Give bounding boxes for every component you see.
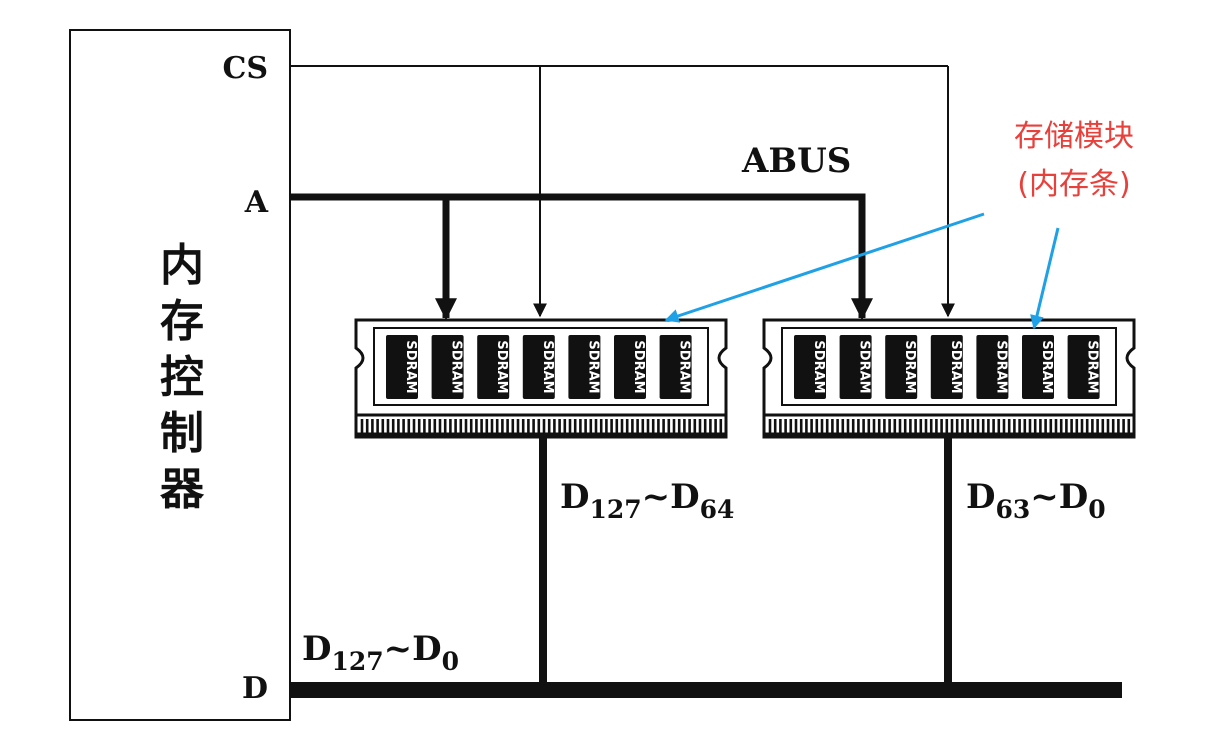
annotation-arrow-left <box>664 212 985 323</box>
sdram-chip-label: SDRAM <box>677 340 692 393</box>
data-bus-left-base2: D <box>670 477 699 517</box>
sdram-chip: SDRAM <box>976 335 1009 399</box>
sdram-chip: SDRAM <box>477 335 510 399</box>
controller-char-3: 控 <box>160 352 204 403</box>
sdram-chip-label: SDRAM <box>403 340 418 393</box>
sdram-chip-label: SDRAM <box>993 340 1008 393</box>
data-bus-main-base: D <box>302 629 331 669</box>
controller-char-4: 制 <box>160 408 204 459</box>
annotation-arrow-right <box>1030 227 1060 330</box>
sdram-chip-label: SDRAM <box>494 340 509 393</box>
sdram-chip-label: SDRAM <box>449 340 464 393</box>
memory-module-left: SDRAM SDRAM SDRAM SDRAM SDRAM SDRAM SDRAM <box>354 318 728 439</box>
module-inner-border <box>373 327 709 406</box>
sdram-chip: SDRAM <box>1022 335 1054 399</box>
data-bus-left-base: D <box>560 477 589 517</box>
sdram-chip-label: SDRAM <box>948 340 963 393</box>
annotation-line-1: 存储模块 <box>1014 119 1134 154</box>
data-bus-right-base: D <box>966 477 995 517</box>
module-contact-pins <box>356 419 726 436</box>
sdram-chip: SDRAM <box>794 335 826 399</box>
data-bus-left-from: 127 <box>589 495 641 524</box>
sdram-chip-label: SDRAM <box>1085 340 1100 393</box>
sdram-chip: SDRAM <box>659 335 692 399</box>
module-inner-border <box>781 327 1117 406</box>
address-bus <box>290 193 873 321</box>
data-bus-right-from: 63 <box>995 495 1030 524</box>
sdram-chip: SDRAM <box>1067 335 1100 399</box>
sdram-chip-label: SDRAM <box>902 340 917 393</box>
sdram-chip-label: SDRAM <box>540 340 555 393</box>
sdram-chip: SDRAM <box>885 335 918 399</box>
sdram-chip: SDRAM <box>930 335 963 399</box>
data-bus-right-base2: D <box>1059 477 1088 517</box>
data-bus-right-label: D63~D0 <box>966 477 1106 524</box>
data-bus-right-tilde: ~ <box>1030 477 1059 517</box>
data-bus-main-to: 0 <box>442 647 459 676</box>
memory-controller-label: 内 存 控 制 器 <box>160 240 205 515</box>
cs-signal-lines <box>290 65 955 318</box>
data-bus-left-label: D127~D64 <box>560 477 734 524</box>
data-bus-main-tilde: ~ <box>384 629 413 669</box>
module-contact-pins <box>764 419 1134 436</box>
memory-controller-box <box>69 29 291 721</box>
sdram-chip: SDRAM <box>431 335 464 399</box>
sdram-chip: SDRAM <box>839 335 872 399</box>
controller-char-1: 内 <box>160 240 204 291</box>
sdram-chip-label: SDRAM <box>631 340 646 393</box>
pin-d-label: D <box>242 671 268 706</box>
pin-cs-label: CS <box>222 51 268 86</box>
data-bus-left-tilde: ~ <box>642 477 671 517</box>
abus-label: ABUS <box>741 141 851 181</box>
memory-module-right: SDRAM SDRAM SDRAM SDRAM SDRAM SDRAM SDRAM <box>762 318 1136 439</box>
data-bus-right-to: 0 <box>1088 495 1105 524</box>
sdram-chip-label: SDRAM <box>585 340 600 393</box>
data-bus <box>290 438 1122 698</box>
sdram-chip: SDRAM <box>522 335 555 399</box>
data-bus-main-base2: D <box>412 629 441 669</box>
sdram-chip-label: SDRAM <box>1039 340 1054 393</box>
sdram-chip-label: SDRAM <box>811 340 826 393</box>
sdram-chip: SDRAM <box>568 335 601 399</box>
annotation-line-2: (内存条) <box>1017 167 1130 202</box>
sdram-chip-label: SDRAM <box>857 340 872 393</box>
data-bus-main-from: 127 <box>331 647 383 676</box>
sdram-chip: SDRAM <box>614 335 646 399</box>
sdram-chip: SDRAM <box>386 335 418 399</box>
controller-char-5: 器 <box>160 464 205 515</box>
data-bus-left-to: 64 <box>700 495 735 524</box>
data-bus-main-label: D127~D0 <box>302 629 459 676</box>
controller-char-2: 存 <box>160 296 204 347</box>
pin-a-label: A <box>244 185 269 220</box>
